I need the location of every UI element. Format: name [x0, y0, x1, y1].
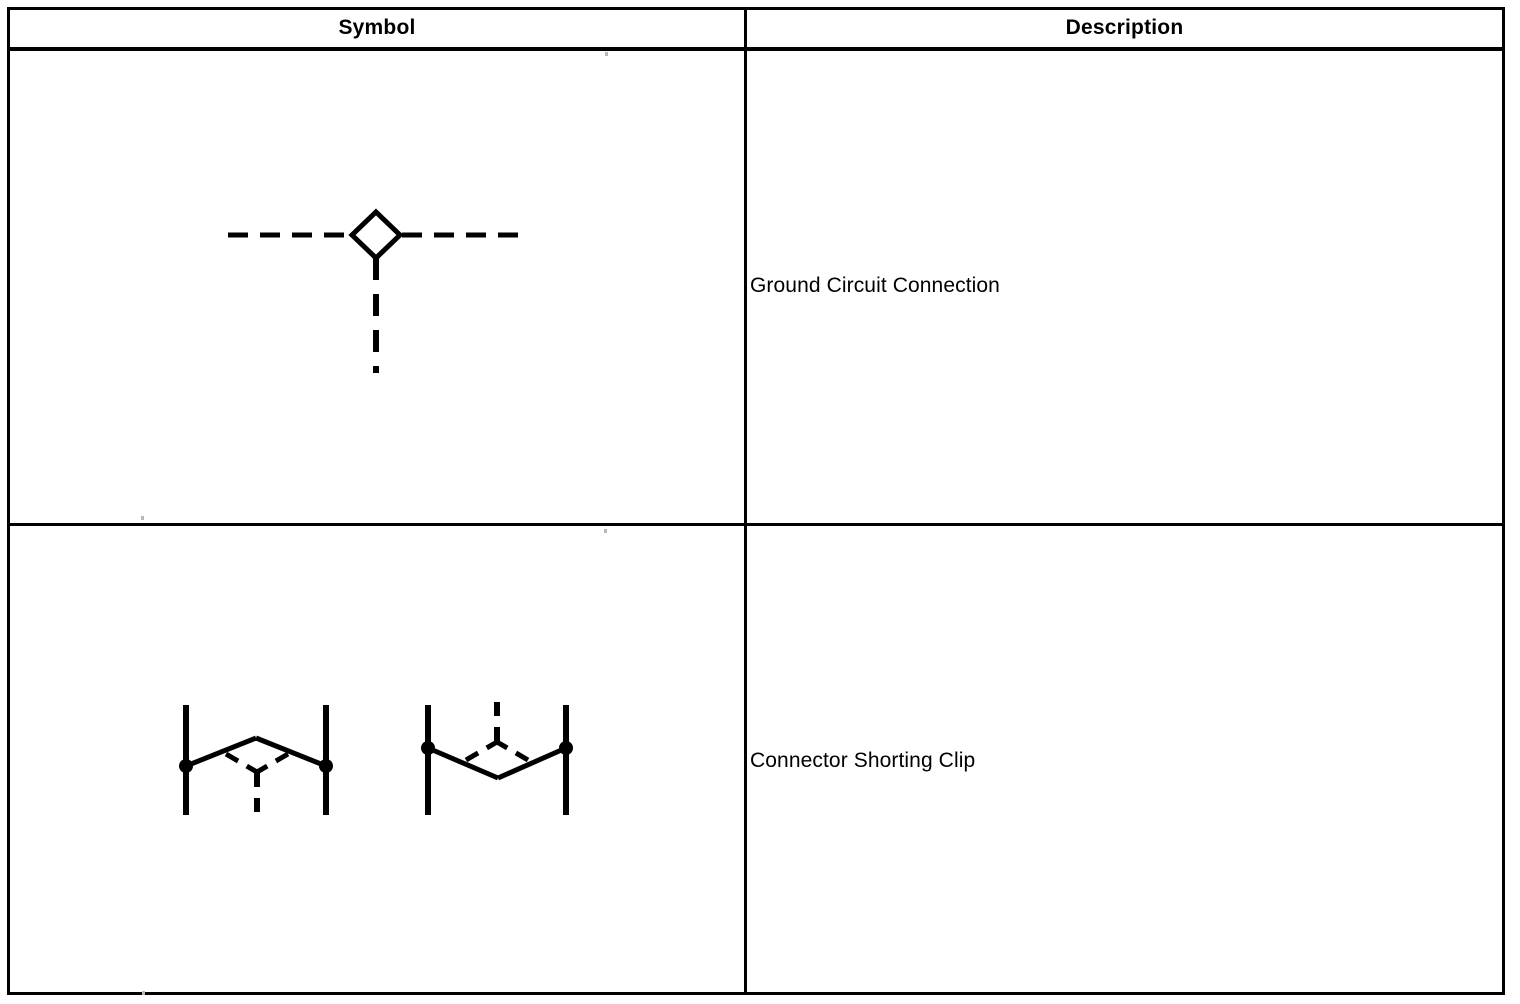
description-ground-circuit-connection: Ground Circuit Connection: [750, 274, 1000, 297]
connector-shorting-clip-symbol: [150, 680, 610, 840]
table-column-divider: [744, 7, 747, 995]
symbol-legend-table: [7, 7, 1505, 995]
diamond-icon: [348, 208, 404, 262]
ground-circuit-connection-symbol: [180, 180, 580, 400]
clip-arm-right-mirrored: [496, 745, 568, 781]
clip-arm-left-mirrored: [427, 745, 499, 781]
clip-arm-right: [255, 735, 327, 769]
dashed-v-left-mirrored: [464, 739, 499, 763]
column-header-symbol: Symbol: [338, 16, 416, 39]
contact-dot-right-mirrored: [559, 741, 573, 755]
scan-speck: [141, 516, 144, 520]
scan-speck: [604, 529, 607, 533]
dashed-v-right-mirrored: [495, 739, 530, 763]
scan-speck: [605, 52, 608, 56]
clip-arm-left: [185, 735, 257, 769]
scan-speck: [142, 991, 145, 995]
contact-dot-right: [319, 759, 333, 773]
ground-symbol-drawing: [228, 208, 518, 373]
shorting-clip-drawing: [179, 702, 573, 815]
dashed-v-right: [255, 751, 290, 775]
dashed-v-left: [224, 751, 259, 775]
table-row-divider: [7, 523, 1505, 526]
column-header-description: Description: [1065, 16, 1184, 39]
contact-dot-left: [179, 759, 193, 773]
shorting-clip-variant-up: [179, 705, 333, 815]
shorting-clip-variant-down: [421, 702, 573, 815]
contact-dot-left-mirrored: [421, 741, 435, 755]
description-connector-shorting-clip: Connector Shorting Clip: [750, 749, 976, 772]
table-header-divider: [7, 47, 1505, 51]
